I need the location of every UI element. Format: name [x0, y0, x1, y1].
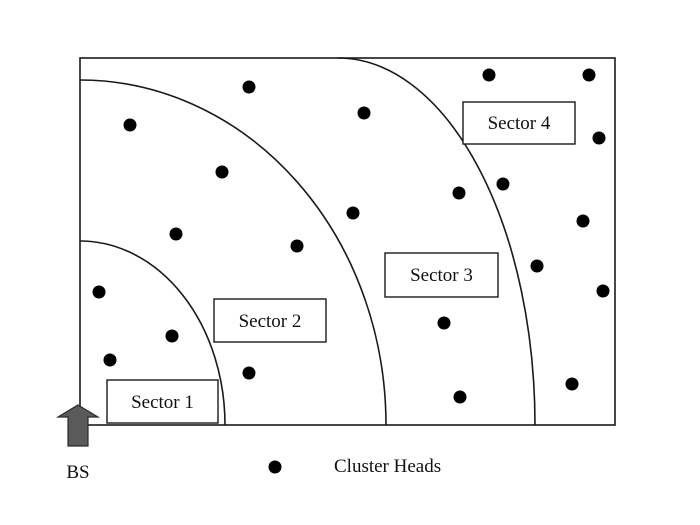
cluster-head-dot: [169, 227, 183, 241]
cluster-head-dot: [576, 214, 590, 228]
cluster-head-dot: [123, 118, 137, 132]
cluster-head-dot: [92, 285, 106, 299]
cluster-heads: [92, 68, 610, 404]
cluster-head-dot: [582, 68, 596, 82]
cluster-head-dot: [596, 284, 610, 298]
sector-label-text: Sector 3: [410, 265, 473, 286]
cluster-head-dot: [482, 68, 496, 82]
cluster-head-dot: [592, 131, 606, 145]
cluster-head-dot: [165, 329, 179, 343]
cluster-head-dot: [530, 259, 544, 273]
cluster-head-dot: [346, 206, 360, 220]
sector-label-box: [462, 101, 576, 145]
sector-label-text: Sector 4: [488, 113, 551, 134]
sector-label-box: [106, 379, 219, 424]
up-arrow-icon: [55, 404, 101, 447]
sector-label-text: Sector 1: [131, 392, 194, 413]
sector-label-box: [213, 298, 327, 343]
sector-label-text: Sector 2: [239, 311, 302, 332]
cluster-head-dot: [103, 353, 117, 367]
sector-label-4: Sector 4: [462, 101, 576, 145]
cluster-head-dot: [565, 377, 579, 391]
cluster-head-dot: [453, 390, 467, 404]
legend-label: Cluster Heads: [334, 456, 441, 477]
sector-label-2: Sector 2: [213, 298, 327, 343]
cluster-head-dot: [242, 366, 256, 380]
cluster-head-dot-icon: [268, 460, 282, 474]
cluster-head-dot: [357, 106, 371, 120]
cluster-head-dot: [496, 177, 510, 191]
sector-label-3: Sector 3: [384, 252, 499, 298]
sector-2-boundary-arc: [79, 79, 387, 426]
cluster-head-dot: [437, 316, 451, 330]
legend: Cluster Heads: [268, 456, 441, 477]
base-station: BS: [55, 404, 101, 483]
sector-label-1: Sector 1: [106, 379, 219, 424]
cluster-head-dot: [215, 165, 229, 179]
cluster-head-dot: [242, 80, 256, 94]
base-station-label: BS: [66, 462, 89, 483]
cluster-head-dot: [290, 239, 304, 253]
sector-label-box: [384, 252, 499, 298]
cluster-head-dot: [452, 186, 466, 200]
sector-1-boundary-arc: [79, 240, 226, 426]
sector-3-boundary-arc: [337, 57, 536, 426]
